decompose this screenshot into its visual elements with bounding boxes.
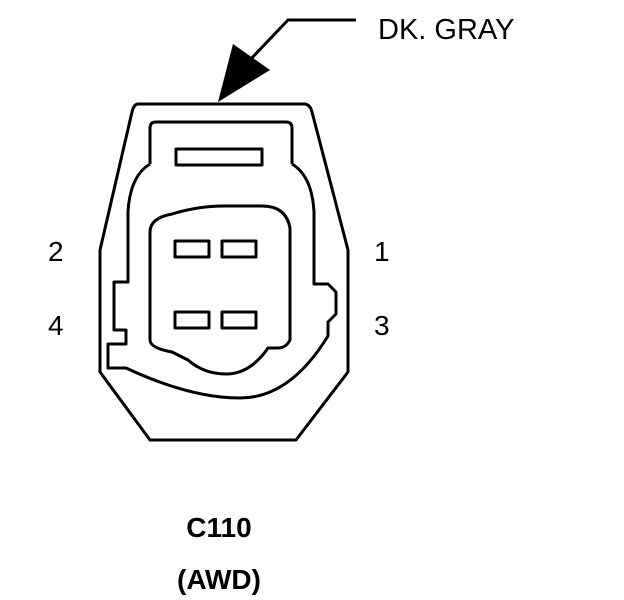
connector-housing-outline [98, 102, 350, 442]
callout-arrowhead [218, 44, 270, 102]
pin-2-label: 2 [48, 236, 64, 267]
locking-tab-slot [174, 147, 264, 167]
inner-cavity-wall [106, 162, 338, 400]
terminal-cavity-4 [173, 310, 211, 330]
pin-1-label: 1 [374, 236, 390, 267]
pin-4-label: 4 [48, 310, 64, 341]
terminal-insert [148, 204, 292, 376]
connector-id-label: C110 [186, 512, 252, 543]
callout-leader-line [246, 18, 356, 64]
wire-color-label: DK. GRAY [378, 14, 515, 46]
terminal-cavity-1 [220, 239, 258, 259]
terminal-cavity-2 [173, 239, 211, 259]
terminal-cavity-3 [220, 310, 258, 330]
connector-variant-label: (AWD) [177, 564, 261, 595]
pin-3-label: 3 [374, 310, 390, 341]
locking-tab [148, 120, 294, 164]
